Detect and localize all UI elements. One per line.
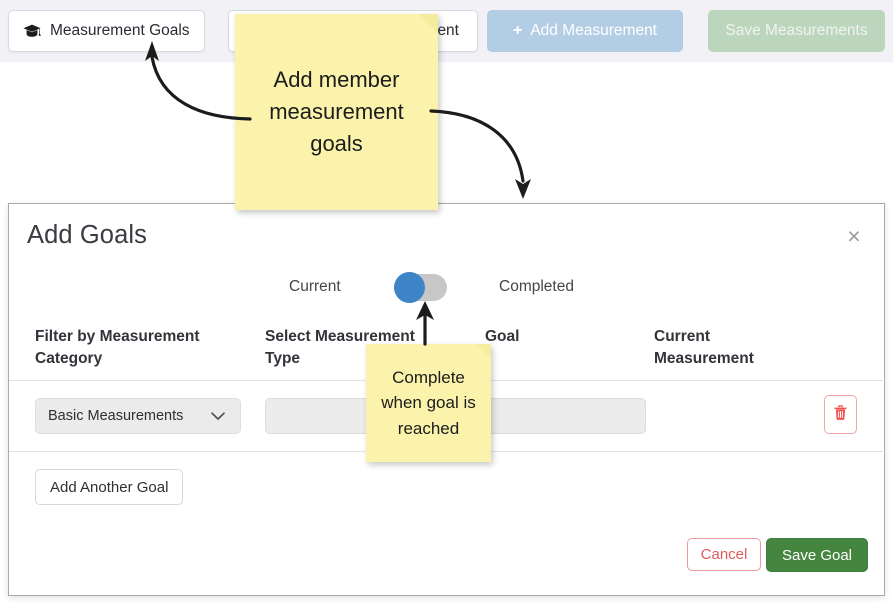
sticky-note-complete-when-reached: Complete when goal is reached xyxy=(366,344,491,462)
chevron-down-icon xyxy=(211,409,225,424)
add-another-goal-button[interactable]: Add Another Goal xyxy=(35,469,184,505)
column-header-current-measurement: Current Measurement xyxy=(654,328,754,368)
add-goals-modal: Add Goals × Current Completed Filter by … xyxy=(8,203,886,596)
save-goal-label: Save Goal xyxy=(781,546,853,564)
cancel-button[interactable]: Cancel xyxy=(687,538,761,571)
add-another-goal-label: Add Another Goal xyxy=(50,478,169,496)
graduation-cap-icon xyxy=(23,24,41,38)
modal-title: Add Goals xyxy=(27,221,147,249)
status-toggle-row: Current Completed xyxy=(9,272,886,308)
toggle-label-current: Current xyxy=(289,278,341,295)
edit-measurement-label: ent xyxy=(437,22,459,39)
status-toggle[interactable] xyxy=(394,272,447,303)
close-icon[interactable]: × xyxy=(847,222,861,249)
category-select-value: Basic Measurements xyxy=(48,408,184,424)
plus-icon: + xyxy=(513,22,523,39)
sticky-note-text: Complete when goal is reached xyxy=(381,367,476,438)
sticky-note-text: Add member measurement goals xyxy=(269,67,404,156)
save-measurements-button[interactable]: Save Measurements xyxy=(708,10,885,52)
column-header-category: Filter by Measurement Category xyxy=(35,328,200,368)
save-goal-button[interactable]: Save Goal xyxy=(766,538,868,572)
measurement-goals-label: Measurement Goals xyxy=(50,22,190,39)
trash-icon xyxy=(833,404,848,426)
sticky-note-add-member-goals: Add member measurement goals xyxy=(235,14,438,210)
arrow-to-modal xyxy=(429,109,531,199)
toggle-knob xyxy=(394,272,425,303)
measurement-goals-button[interactable]: Measurement Goals xyxy=(8,10,205,52)
delete-goal-button[interactable] xyxy=(824,395,857,434)
column-header-goal: Goal xyxy=(485,328,520,345)
add-measurement-label: Add Measurement xyxy=(530,22,657,39)
add-measurement-button[interactable]: + Add Measurement xyxy=(487,10,683,52)
save-measurements-label: Save Measurements xyxy=(725,22,868,39)
toggle-label-completed: Completed xyxy=(499,278,574,295)
column-header-type: Select Measurement Type xyxy=(265,328,415,368)
cancel-label: Cancel xyxy=(700,546,748,563)
category-select[interactable]: Basic Measurements xyxy=(35,398,241,434)
